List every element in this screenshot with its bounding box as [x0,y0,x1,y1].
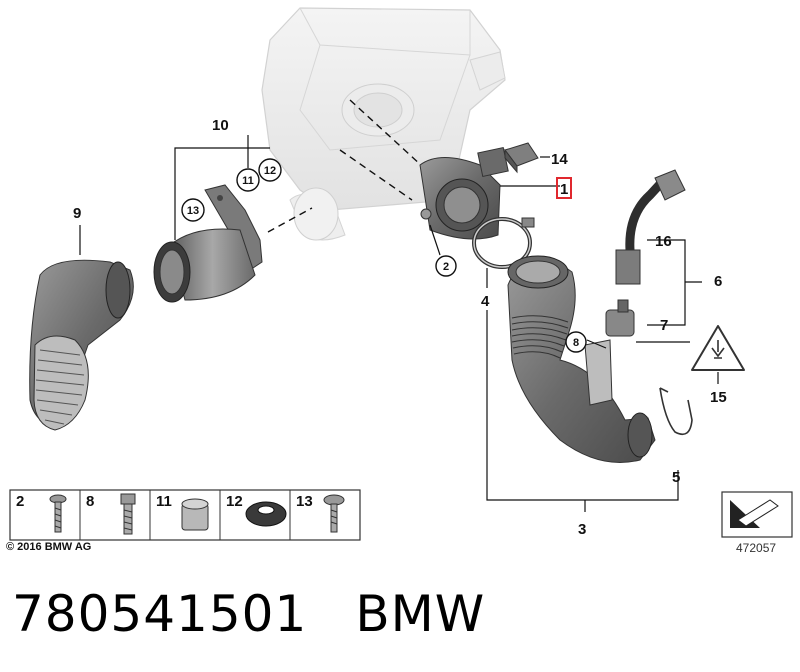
legend-grommet-12-icon [245,501,287,527]
svg-text:2: 2 [443,261,449,273]
callout-3: 3 [578,521,586,538]
circled-callouts: 2 8 11 12 13 [181,158,587,353]
callout-5: 5 [672,469,680,486]
copyright-text: © 2016 BMW AG [6,541,92,553]
callout-13-circle: 13 [181,198,205,222]
callout-2-circle: 2 [435,255,457,277]
diagram-id: 472057 [736,541,777,555]
part-footer: 780541501 BMW [12,585,485,643]
callout-4: 4 [481,293,490,310]
legend-screw-13-icon [323,494,345,533]
legend-label-8: 8 [86,493,94,510]
callout-15: 15 [710,389,727,406]
part-4-hose-clamp [472,217,535,269]
legend-bushing-11-icon [181,498,209,531]
legend-bolt-8-icon [120,493,136,535]
small-parts-legend: 2 8 11 12 13 [9,489,361,541]
callout-1-highlighted: 1 [556,177,572,199]
part-1-air-flow-sensor [419,146,509,240]
part-number: 780541501 [12,585,308,643]
callout-7: 7 [660,317,668,334]
callout-6: 6 [714,273,722,290]
part-9-intake-snorkel [29,259,134,431]
callout-16: 16 [655,233,672,250]
callout-8-circle: 8 [565,331,587,353]
legend-label-12: 12 [226,493,243,510]
part-10-intake-duct [153,184,263,303]
callout-9: 9 [73,205,81,222]
svg-text:11: 11 [242,175,254,187]
legend-label-11: 11 [156,493,172,510]
diagram-reference-arrow-icon [721,491,793,538]
callout-12-circle: 12 [258,158,282,182]
svg-text:13: 13 [187,205,199,217]
svg-text:8: 8 [573,337,579,349]
svg-text:12: 12 [264,165,276,177]
legend-label-13: 13 [296,493,313,510]
callout-numbers: 9 10 4 3 5 6 7 14 16 15 1 [73,117,727,538]
legend-bolt-2-icon [49,494,67,533]
part-5-wire-clip [659,387,693,436]
svg-text:1: 1 [560,181,568,198]
callout-14: 14 [551,151,568,168]
callout-10: 10 [212,117,229,134]
air-filter-housing [261,7,506,241]
warning-triangle-icon [691,325,745,371]
parts-diagram: 2 8 11 12 13 9 10 4 3 5 6 7 14 16 15 [9,7,793,541]
part-7-sensor [605,299,635,337]
part-14-connector [504,142,539,174]
brand-name: BMW [355,585,486,643]
callout-11-circle: 11 [236,168,260,192]
callout-lines [79,135,719,512]
part-16-sensor-hose [615,169,686,285]
legend-label-2: 2 [16,493,24,510]
part-3-intake-pipe [507,255,656,463]
